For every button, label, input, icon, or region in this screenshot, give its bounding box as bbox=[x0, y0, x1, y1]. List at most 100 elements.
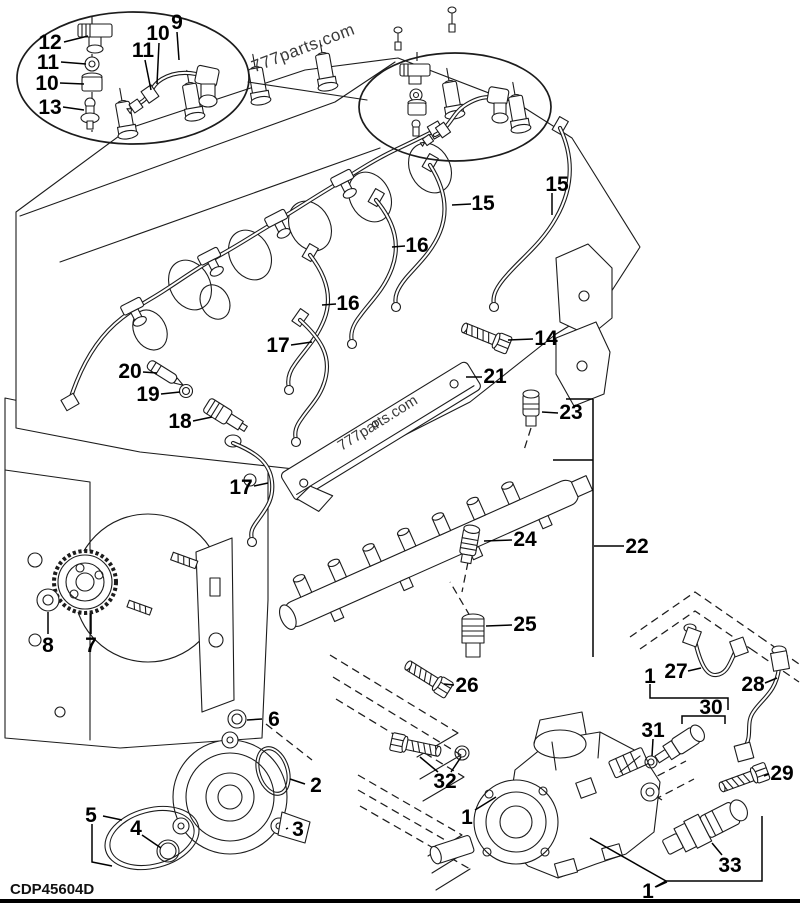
washer-32 bbox=[454, 745, 470, 761]
leader-line-25 bbox=[485, 624, 513, 627]
callout-label-16: 16 bbox=[405, 234, 428, 257]
injector-pin-20 bbox=[146, 360, 184, 386]
callout-label-6: 6 bbox=[268, 708, 280, 731]
leader-line-24 bbox=[483, 539, 513, 542]
leak-off-line bbox=[60, 120, 446, 412]
bolt-29 bbox=[716, 761, 771, 797]
leader-line-28 bbox=[764, 677, 778, 684]
callout-label-10: 10 bbox=[35, 72, 58, 95]
overflow-pipe-27 bbox=[682, 623, 749, 678]
leak-off-pipe-9 bbox=[126, 64, 220, 115]
callout-label-1: 1 bbox=[644, 665, 656, 688]
seal-ring-4 bbox=[156, 839, 180, 863]
sensor-30 bbox=[654, 724, 705, 764]
leader-line-19 bbox=[160, 391, 181, 395]
nut-11 bbox=[84, 56, 100, 72]
head-ports bbox=[132, 142, 453, 351]
leader-line-27 bbox=[687, 667, 702, 672]
callout-label-23: 23 bbox=[559, 401, 582, 424]
callout-label-19: 19 bbox=[136, 383, 159, 406]
elbow-pipe bbox=[419, 86, 510, 147]
leader-line-10 bbox=[59, 82, 85, 85]
suction-control-valve-33 bbox=[662, 799, 748, 855]
callout-label-26: 26 bbox=[455, 674, 478, 697]
leader-line-20 bbox=[142, 371, 158, 374]
callout-label-14: 14 bbox=[534, 327, 558, 350]
callout-label-31: 31 bbox=[641, 719, 665, 742]
leader-line-5 bbox=[102, 815, 123, 821]
bracket-plate-21 bbox=[280, 361, 481, 512]
detail-bubble-2 bbox=[358, 52, 552, 162]
callout-label-32: 32 bbox=[433, 770, 456, 793]
fuel-rail bbox=[278, 475, 594, 630]
callout-label-3: 3 bbox=[292, 818, 304, 841]
callout-label-7: 7 bbox=[85, 634, 97, 657]
callout-label-16: 16 bbox=[336, 292, 359, 315]
pump-cover-3 bbox=[172, 731, 311, 855]
leader-line-26 bbox=[443, 683, 455, 686]
callout-brackets bbox=[91, 398, 763, 888]
leader-line-12 bbox=[63, 35, 89, 43]
nut-8 bbox=[36, 588, 60, 612]
leader-line-29 bbox=[763, 773, 770, 777]
callout-label-15: 15 bbox=[545, 173, 569, 196]
leader-line-1 bbox=[655, 881, 668, 888]
gasket-5 bbox=[104, 805, 200, 871]
callout-label-17: 17 bbox=[266, 334, 289, 357]
engine-block bbox=[4, 397, 269, 749]
callout-label-11: 11 bbox=[132, 39, 155, 62]
callout-label-2: 2 bbox=[310, 774, 322, 797]
sleeve-small bbox=[407, 98, 427, 116]
callout-label-12: 12 bbox=[38, 31, 61, 54]
leader-line-1 bbox=[474, 796, 497, 811]
bolt-32 bbox=[388, 731, 444, 762]
sleeve-10 bbox=[81, 72, 103, 92]
injectors bbox=[115, 39, 532, 140]
callout-label-9: 9 bbox=[171, 11, 183, 34]
callout-label-10: 10 bbox=[146, 22, 169, 45]
connector-18 bbox=[203, 398, 248, 432]
callout-label-21: 21 bbox=[483, 365, 507, 388]
injection-lines bbox=[224, 116, 572, 548]
callout-label-24: 24 bbox=[513, 528, 537, 551]
callout-label-29: 29 bbox=[770, 762, 793, 785]
callout-label-8: 8 bbox=[42, 634, 54, 657]
callout-label-20: 20 bbox=[118, 360, 141, 383]
o-ring-2 bbox=[255, 746, 291, 796]
fuel-supply-pump bbox=[429, 711, 661, 879]
sensor-25 bbox=[461, 613, 485, 658]
washer-small bbox=[409, 88, 423, 102]
leader-line-23 bbox=[541, 411, 559, 414]
leader-line-2 bbox=[289, 778, 306, 785]
leader-line-14 bbox=[507, 338, 534, 341]
connector-13 bbox=[80, 97, 100, 130]
callout-label-30: 30 bbox=[699, 696, 722, 719]
callout-label-13: 13 bbox=[38, 96, 61, 119]
callout-label-5: 5 bbox=[85, 804, 97, 827]
callout-label-15: 15 bbox=[471, 192, 495, 215]
leader-line-10 bbox=[156, 42, 160, 85]
leader-line-17 bbox=[253, 482, 269, 487]
leader-line-16 bbox=[321, 303, 337, 306]
timing-gear-7 bbox=[52, 549, 118, 615]
callout-label-17: 17 bbox=[229, 476, 252, 499]
leader-line-16 bbox=[391, 245, 406, 248]
detail-bubble-1 bbox=[16, 11, 368, 145]
callout-label-1: 1 bbox=[461, 806, 473, 829]
head-studs bbox=[393, 6, 457, 51]
leader-line-31 bbox=[651, 738, 654, 757]
leader-line-15 bbox=[451, 203, 472, 206]
callout-label-25: 25 bbox=[513, 613, 537, 636]
callout-label-11: 11 bbox=[37, 51, 60, 74]
leader-line-18 bbox=[192, 416, 213, 422]
tee-fitting-12 bbox=[77, 23, 113, 54]
diagram-code: CDP45604D bbox=[10, 881, 94, 898]
leader-line-11 bbox=[60, 61, 87, 65]
leader-line-9 bbox=[176, 31, 180, 61]
leader-line-3 bbox=[285, 827, 289, 830]
tee-fitting-top bbox=[399, 63, 431, 85]
fuel-pipe-28 bbox=[733, 645, 790, 763]
connector-small bbox=[411, 119, 421, 137]
sensor-24 bbox=[459, 524, 481, 565]
